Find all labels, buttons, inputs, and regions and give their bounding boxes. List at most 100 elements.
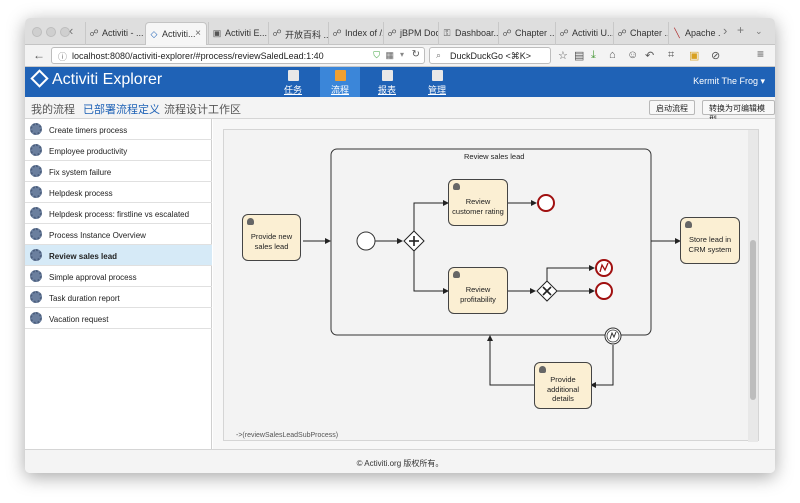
service-task-icon [685,221,692,228]
process-list-item[interactable]: Process Instance Overview [25,224,212,245]
end-event[interactable] [595,282,613,300]
subnav-deployed-definitions[interactable]: 已部署流程定义 [83,104,160,116]
browser-tab-active[interactable]: ◇Activiti...× [145,22,207,45]
url-bar[interactable]: ⓘ localhost:8080/activiti-explorer/#proc… [51,47,425,64]
search-input[interactable]: ⌕ DuckDuckGo <⌘K> [429,47,551,64]
tab-list-chevron-down-icon[interactable]: ⌄ [755,26,763,36]
footer: © Activiti.org 版权所有。 [25,449,775,473]
reports-icon [381,70,393,81]
process-list-item[interactable]: Create timers process [25,119,212,140]
gear-icon [30,270,42,282]
site-info-icon[interactable]: ⓘ [58,52,68,62]
subprocess-label: Review sales lead [464,152,525,161]
home-icon[interactable]: ⌂ [609,49,616,61]
task-provide-additional-details[interactable]: Provide additional details [534,362,592,409]
browser-tab[interactable]: ☍Index of /... [328,22,383,45]
addon-icon[interactable]: ⊘ [711,50,721,62]
gear-icon [30,123,42,135]
user-menu[interactable]: Kermit The Frog ▾ [693,76,765,86]
diagram-path-note: ->(reviewSalesLeadSubProcess) [236,432,339,439]
close-tab-icon[interactable]: × [195,28,201,39]
page-icon: ⚿ [443,28,451,38]
task-review-profitability[interactable]: Review profitability [448,267,508,314]
process-list-item[interactable]: Employee productivity [25,140,212,161]
feather-icon: ╲ [674,28,680,38]
diagram-scrollbar[interactable] [748,130,758,442]
nav-tasks[interactable]: 任务 [273,67,313,97]
scrollbar-thumb[interactable] [750,240,756,400]
reading-list-icon[interactable]: ▤ [574,50,585,62]
download-icon[interactable]: ⤓ [591,49,596,61]
crop-icon[interactable]: ⌗ [668,49,675,61]
gear-icon [30,165,42,177]
menu-hamburger-icon[interactable]: ≡ [757,47,765,61]
page-icon: ☍ [559,28,569,38]
convert-to-model-button[interactable]: 转换为可编辑模型 [702,100,775,124]
gear-icon [30,144,42,156]
page-icon: ▣ [212,28,222,38]
bookmark-star-icon[interactable]: ☆ [558,50,568,62]
undo-icon[interactable]: ↶ [645,50,655,62]
task-review-customer-rating[interactable]: Review customer rating [448,179,508,226]
shield-icon[interactable]: ⛉ [373,50,380,60]
process-list-item[interactable]: Fix system failure [25,161,212,182]
process-detail: Review sales lead Provide new sales lead… [213,119,775,449]
browser-tab[interactable]: ☍Activiti U... [555,22,613,45]
extension-icon[interactable]: ▣ [689,50,700,62]
task-store-lead-in-crm[interactable]: Store lead in CRM system [680,217,740,264]
processes-icon [334,70,346,81]
browser-tab[interactable]: ⚿Dashboar... [438,22,498,45]
process-list: Create timers process Employee productiv… [25,119,212,449]
back-button-icon[interactable]: ← [33,48,45,62]
subnav-model-workspace[interactable]: 流程设计工作区 [164,104,241,116]
browser-window: ‹ ☍Activiti - ... ◇Activiti...× ▣Activit… [25,18,775,473]
bpmn-diagram [303,148,681,388]
gear-icon [30,228,42,240]
sequence-flow [413,251,449,294]
nav-processes[interactable]: 流程 [320,67,360,97]
search-icon: ⌕ [436,50,442,60]
browser-tab[interactable]: ☍Chapter ... [613,22,668,45]
process-list-item[interactable]: Helpdesk process: firstline vs escalated [25,203,212,224]
user-task-icon [247,218,254,225]
qr-code-icon[interactable]: ▦ [385,50,394,60]
sequence-flow [590,345,614,388]
page-icon: ☍ [332,28,342,38]
browser-tab[interactable]: ☍jBPM Doc... [383,22,438,45]
browser-tab[interactable]: ▣Activiti E... [208,22,268,45]
minimize-window-button[interactable] [46,27,56,37]
reload-icon[interactable]: ↻ [411,49,420,60]
chat-icon[interactable]: ☺ [627,49,639,61]
start-event[interactable] [356,231,376,251]
process-list-item[interactable]: Task duration report [25,287,212,308]
zoom-window-button[interactable] [60,27,70,37]
process-list-item-selected[interactable]: Review sales lead [25,245,212,266]
browser-tab[interactable]: ☍Activiti - ... [85,22,145,45]
browser-tab[interactable]: ╲Apache ... [668,22,720,45]
boundary-error-event-inner [606,329,620,343]
process-list-item[interactable]: Vacation request [25,308,212,329]
process-list-item[interactable]: Simple approval process [25,266,212,287]
user-task-icon [453,271,460,278]
activiti-logo-icon [30,69,49,88]
browser-tab[interactable]: ☍Chapter ... [498,22,555,45]
sequence-flow [413,200,449,231]
process-list-item[interactable]: Helpdesk process [25,182,212,203]
start-process-button[interactable]: 启动流程 [649,100,695,115]
nav-manage[interactable]: 管理 [417,67,457,97]
subnav-my-processes[interactable]: 我的流程 [31,104,75,116]
user-task-icon [453,183,460,190]
app-header: Activiti Explorer 任务 流程 报表 管理 Kermit The… [25,67,775,97]
new-tab-button[interactable]: + [737,23,745,37]
app-logo[interactable]: Activiti Explorer [30,69,162,89]
tabs-scroll-left-icon[interactable]: ‹ [69,23,74,38]
task-provide-new-sales-lead[interactable]: Provide new sales lead [242,214,301,261]
close-window-button[interactable] [32,27,42,37]
tabs-scroll-right-icon[interactable]: › [723,23,728,38]
nav-reports[interactable]: 报表 [367,67,407,97]
browser-tab[interactable]: ☍开放百科 ... [268,22,328,45]
tasks-icon [287,70,299,81]
error-icon [609,331,617,340]
end-event[interactable] [537,194,555,212]
dropdown-chevron-icon[interactable]: ▾ [399,50,404,59]
